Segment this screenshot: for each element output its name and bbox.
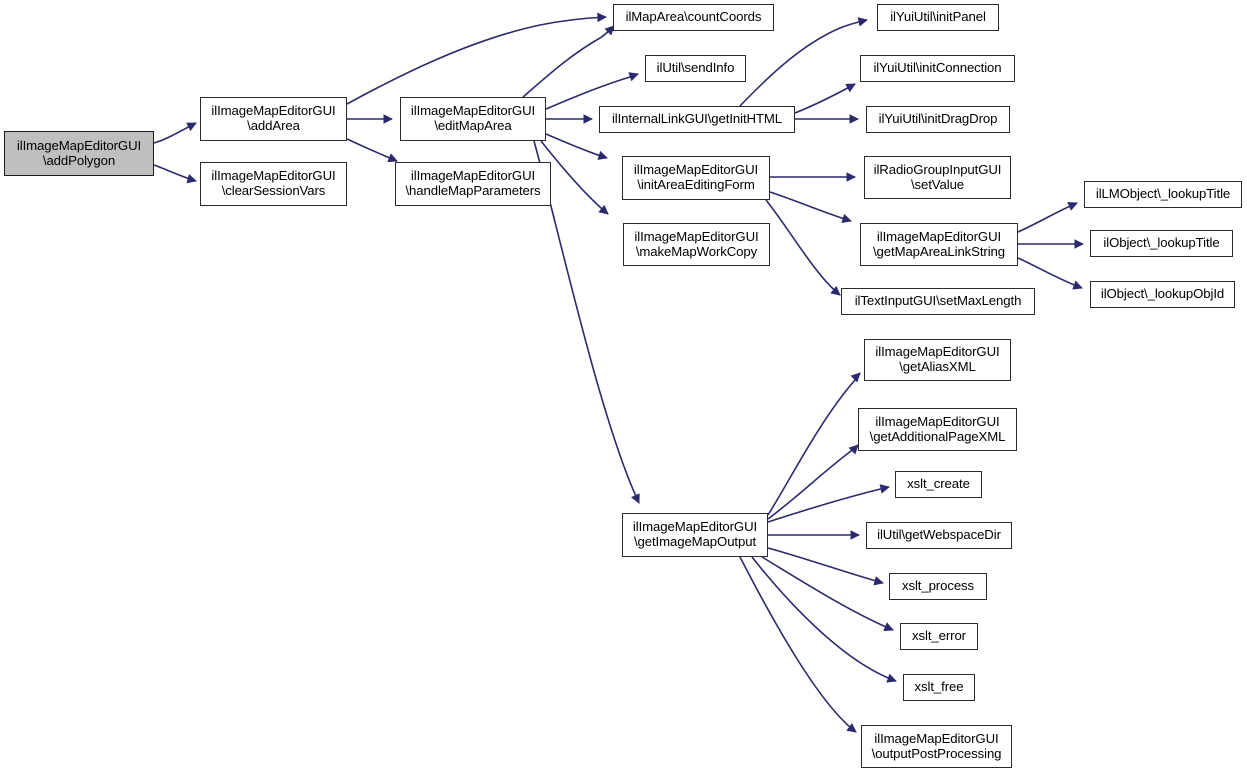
call-edge-addPolygon-to-addArea	[153, 122, 197, 144]
call-edge-getImageMapOutput-to-xsltProcess	[767, 547, 884, 586]
call-edge-editMapArea-to-countCoords	[522, 25, 615, 98]
graph-node-label: xslt_create	[907, 476, 970, 492]
graph-node-label: ilImageMapEditorGUI \addPolygon	[16, 137, 142, 168]
graph-node-label: ilInternalLinkGUI\getInitHTML	[611, 111, 783, 127]
call-edge-getInitHTML-to-initConnection	[794, 83, 856, 114]
call-edge-initAreaEditingForm-to-setMaxLength	[765, 199, 841, 296]
call-edge-editMapArea-to-initAreaEditingForm	[545, 133, 608, 160]
graph-node-label: ilObject\_lookupTitle	[1103, 235, 1220, 251]
graph-node-handleMapParameters[interactable]: ilImageMapEditorGUI \handleMapParameters	[395, 162, 551, 206]
graph-node-initDragDrop[interactable]: ilYuiUtil\initDragDrop	[866, 106, 1010, 133]
graph-node-label: ilImageMapEditorGUI \addArea	[211, 103, 336, 133]
graph-node-label: ilImageMapEditorGUI \getMapAreaLinkStrin…	[872, 228, 1006, 259]
call-edge-getInitHTML-to-initPanel	[739, 17, 868, 107]
call-edge-addArea-to-handleMapParameters	[346, 138, 398, 163]
graph-node-getAliasXML[interactable]: ilImageMapEditorGUI \getAliasXML	[864, 339, 1011, 381]
graph-node-setMaxLength[interactable]: ilTextInputGUI\setMaxLength	[841, 288, 1035, 315]
call-edge-getImageMapOutput-to-xsltFree	[751, 556, 897, 683]
graph-node-label: ilLMObject\_lookupTitle	[1095, 186, 1231, 202]
call-edge-getImageMapOutput-to-getAliasXML	[767, 372, 861, 516]
graph-node-clearSessionVars[interactable]: ilImageMapEditorGUI \clearSessionVars	[200, 162, 347, 206]
graph-node-label: xslt_error	[912, 628, 966, 644]
graph-node-label: ilObject\_lookupObjId	[1100, 286, 1225, 302]
graph-node-label: ilImageMapEditorGUI \clearSessionVars	[211, 168, 336, 198]
graph-node-label: ilMapArea\countCoords	[625, 9, 762, 25]
graph-node-getWebspaceDir[interactable]: ilUtil\getWebspaceDir	[866, 522, 1012, 549]
call-edge-addPolygon-to-clearSessionVars	[153, 164, 197, 184]
call-edge-getImageMapOutput-to-xsltCreate	[767, 484, 890, 523]
graph-node-initConnection[interactable]: ilYuiUtil\initConnection	[860, 55, 1015, 82]
graph-node-xsltCreate[interactable]: xslt_create	[895, 471, 982, 498]
graph-node-sendInfo[interactable]: ilUtil\sendInfo	[645, 55, 746, 82]
graph-node-label: ilYuiUtil\initConnection	[873, 60, 1002, 76]
graph-node-setValue[interactable]: ilRadioGroupInputGUI \setValue	[864, 156, 1011, 199]
graph-node-label: ilImageMapEditorGUI \editMapArea	[410, 103, 536, 133]
graph-node-makeMapWorkCopy[interactable]: ilImageMapEditorGUI \makeMapWorkCopy	[623, 223, 770, 266]
graph-node-label: ilTextInputGUI\setMaxLength	[854, 293, 1022, 309]
graph-node-label: ilImageMapEditorGUI \getImageMapOutput	[632, 519, 758, 549]
call-edge-getMapAreaLinkString-to-objLookupObjId	[1017, 257, 1083, 290]
graph-node-getAdditionalPageXML[interactable]: ilImageMapEditorGUI \getAdditionalPageXM…	[858, 408, 1017, 451]
graph-node-addArea[interactable]: ilImageMapEditorGUI \addArea	[200, 97, 347, 141]
graph-node-getMapAreaLinkString[interactable]: ilImageMapEditorGUI \getMapAreaLinkStrin…	[860, 223, 1018, 266]
call-edge-getMapAreaLinkString-to-lmLookupTitle	[1017, 201, 1078, 233]
graph-node-label: ilYuiUtil\initDragDrop	[878, 111, 998, 127]
graph-node-label: xslt_process	[901, 578, 975, 594]
graph-node-label: ilImageMapEditorGUI \initAreaEditingForm	[633, 162, 759, 192]
call-edge-initAreaEditingForm-to-getMapAreaLinkString	[769, 191, 852, 224]
graph-node-xsltProcess[interactable]: xslt_process	[889, 573, 987, 600]
graph-node-addPolygon[interactable]: ilImageMapEditorGUI \addPolygon	[4, 131, 154, 176]
graph-node-label: ilUtil\sendInfo	[656, 60, 735, 76]
graph-node-label: ilImageMapEditorGUI \makeMapWorkCopy	[634, 228, 759, 259]
call-edge-editMapArea-to-makeMapWorkCopy	[540, 140, 609, 215]
call-edge-getImageMapOutput-to-xsltError	[761, 556, 894, 632]
graph-node-label: xslt_free	[914, 679, 964, 695]
call-edge-editMapArea-to-sendInfo	[545, 72, 639, 110]
graph-node-initPanel[interactable]: ilYuiUtil\initPanel	[877, 4, 999, 31]
graph-node-label: ilImageMapEditorGUI \handleMapParameters	[405, 168, 541, 198]
graph-node-label: ilImageMapEditorGUI \getAdditionalPageXM…	[869, 413, 1006, 444]
graph-node-lmLookupTitle[interactable]: ilLMObject\_lookupTitle	[1084, 181, 1242, 208]
graph-node-label: ilUtil\getWebspaceDir	[877, 527, 1001, 543]
call-edge-getImageMapOutput-to-outputPostProcessing	[739, 556, 857, 733]
graph-node-label: ilYuiUtil\initPanel	[890, 9, 986, 25]
call-edge-getImageMapOutput-to-getAdditionalPageXML	[767, 444, 859, 520]
graph-node-objLookupObjId[interactable]: ilObject\_lookupObjId	[1090, 281, 1235, 308]
graph-node-label: ilRadioGroupInputGUI \setValue	[873, 161, 1002, 192]
graph-node-getImageMapOutput[interactable]: ilImageMapEditorGUI \getImageMapOutput	[622, 513, 768, 557]
graph-node-countCoords[interactable]: ilMapArea\countCoords	[613, 4, 774, 31]
graph-node-xsltError[interactable]: xslt_error	[900, 623, 978, 650]
graph-node-outputPostProcessing[interactable]: ilImageMapEditorGUI \outputPostProcessin…	[861, 725, 1012, 768]
graph-node-label: ilImageMapEditorGUI \outputPostProcessin…	[871, 730, 1002, 761]
graph-node-initAreaEditingForm[interactable]: ilImageMapEditorGUI \initAreaEditingForm	[622, 156, 770, 200]
graph-node-label: ilImageMapEditorGUI \getAliasXML	[875, 344, 1000, 374]
graph-node-editMapArea[interactable]: ilImageMapEditorGUI \editMapArea	[400, 97, 546, 141]
graph-node-xsltFree[interactable]: xslt_free	[903, 674, 975, 701]
graph-node-getInitHTML[interactable]: ilInternalLinkGUI\getInitHTML	[599, 106, 795, 133]
graph-node-objLookupTitle[interactable]: ilObject\_lookupTitle	[1090, 230, 1233, 257]
call-edge-addArea-to-countCoords	[346, 12, 607, 105]
